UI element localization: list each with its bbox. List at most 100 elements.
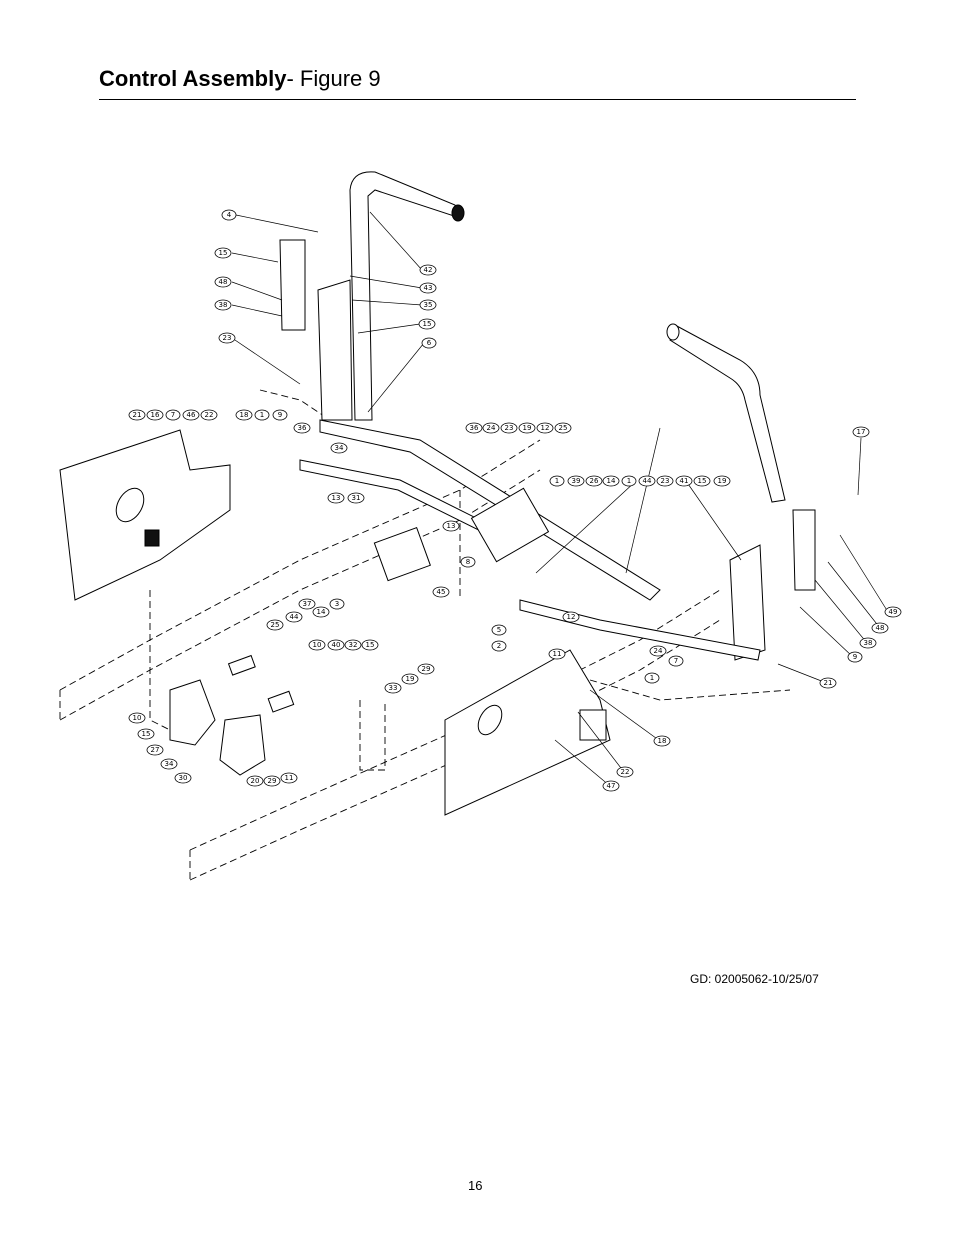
callout-20: 20 <box>246 775 264 787</box>
callout-32: 32 <box>344 639 362 651</box>
callout-19c: 19 <box>401 673 419 685</box>
callout-13b: 13 <box>442 520 460 532</box>
svg-text:7: 7 <box>674 657 678 665</box>
callout-12: 12 <box>536 422 554 434</box>
callout-34b: 34 <box>160 758 178 770</box>
svg-text:39: 39 <box>572 477 581 485</box>
leader-lines <box>231 211 889 787</box>
svg-text:38: 38 <box>219 301 228 309</box>
svg-text:48: 48 <box>876 624 885 632</box>
svg-text:30: 30 <box>179 774 188 782</box>
callout-41: 41 <box>675 475 693 487</box>
callout-26: 26 <box>585 475 603 487</box>
callout-24: 24 <box>482 422 500 434</box>
callout-7: 7 <box>165 409 181 421</box>
callout-18b: 18 <box>653 735 671 747</box>
callout-17: 17 <box>852 426 870 438</box>
callout-15e: 15 <box>137 728 155 740</box>
svg-text:25: 25 <box>271 621 280 629</box>
callout-9: 9 <box>272 409 288 421</box>
callout-11b: 11 <box>280 772 298 784</box>
svg-text:15: 15 <box>142 730 151 738</box>
callout-11: 11 <box>548 648 566 660</box>
svg-text:18: 18 <box>658 737 667 745</box>
callout-47: 47 <box>602 780 620 792</box>
callout-3: 3 <box>329 598 345 610</box>
svg-text:35: 35 <box>424 301 433 309</box>
svg-text:1: 1 <box>260 411 264 419</box>
svg-text:13: 13 <box>447 522 456 530</box>
svg-text:9: 9 <box>853 653 857 661</box>
svg-text:21: 21 <box>824 679 833 687</box>
callout-14: 14 <box>602 475 620 487</box>
page-title: Control Assembly- Figure 9 <box>99 66 381 91</box>
svg-text:10: 10 <box>313 641 322 649</box>
callout-21: 21 <box>128 409 146 421</box>
svg-text:12: 12 <box>541 424 550 432</box>
callout-8: 8 <box>460 556 476 568</box>
svg-text:19: 19 <box>523 424 532 432</box>
svg-text:8: 8 <box>466 558 470 566</box>
svg-text:23: 23 <box>505 424 514 432</box>
svg-text:2: 2 <box>497 642 501 650</box>
svg-text:41: 41 <box>680 477 689 485</box>
callout-5: 5 <box>491 624 507 636</box>
svg-text:46: 46 <box>187 411 196 419</box>
callout-6: 6 <box>421 337 437 349</box>
callout-16: 16 <box>146 409 164 421</box>
svg-text:5: 5 <box>497 626 501 634</box>
callout-30: 30 <box>174 772 192 784</box>
callout-39: 39 <box>567 475 585 487</box>
callout-45: 45 <box>432 586 450 598</box>
callout-19b: 19 <box>713 475 731 487</box>
svg-text:1: 1 <box>650 674 654 682</box>
callout-35: 35 <box>419 299 437 311</box>
svg-text:37: 37 <box>303 600 312 608</box>
callout-9b: 9 <box>847 651 863 663</box>
callout-10b: 10 <box>128 712 146 724</box>
right-control-handle <box>666 323 816 661</box>
svg-text:6: 6 <box>427 339 432 347</box>
svg-text:29: 29 <box>422 665 431 673</box>
svg-text:29: 29 <box>268 777 277 785</box>
callout-46: 46 <box>182 409 200 421</box>
svg-text:20: 20 <box>251 777 260 785</box>
svg-text:3: 3 <box>335 600 339 608</box>
callout-15b: 15 <box>418 318 436 330</box>
callout-36b: 36 <box>465 422 483 434</box>
callout-1: 1 <box>254 409 270 421</box>
callout-42: 42 <box>419 264 437 276</box>
svg-text:1: 1 <box>627 477 631 485</box>
svg-text:34: 34 <box>165 760 174 768</box>
left-control-handle <box>279 171 465 421</box>
callout-48b: 48 <box>871 622 889 634</box>
callout-38: 38 <box>214 299 232 311</box>
svg-text:26: 26 <box>590 477 599 485</box>
callout-29b: 29 <box>263 775 281 787</box>
svg-text:36: 36 <box>298 424 307 432</box>
svg-text:1: 1 <box>555 477 559 485</box>
svg-text:34: 34 <box>335 444 344 452</box>
callout-23b: 23 <box>500 422 518 434</box>
svg-text:7: 7 <box>171 411 175 419</box>
svg-text:22: 22 <box>621 768 630 776</box>
callout-2: 2 <box>491 640 507 652</box>
callout-37: 37 <box>298 598 316 610</box>
callout-4: 4 <box>221 209 237 221</box>
svg-text:22: 22 <box>205 411 214 419</box>
callout-23: 23 <box>218 332 236 344</box>
callout-21b: 21 <box>819 677 837 689</box>
svg-text:47: 47 <box>607 782 616 790</box>
callout-25b: 25 <box>266 619 284 631</box>
title-rule <box>99 99 856 100</box>
callout-23c: 23 <box>656 475 674 487</box>
callout-19: 19 <box>518 422 536 434</box>
svg-text:23: 23 <box>223 334 232 342</box>
callout-14b: 14 <box>312 606 330 618</box>
svg-text:24: 24 <box>654 647 663 655</box>
svg-text:15: 15 <box>698 477 707 485</box>
callout-7b: 7 <box>668 655 684 667</box>
svg-text:10: 10 <box>133 714 142 722</box>
svg-text:15: 15 <box>423 320 432 328</box>
